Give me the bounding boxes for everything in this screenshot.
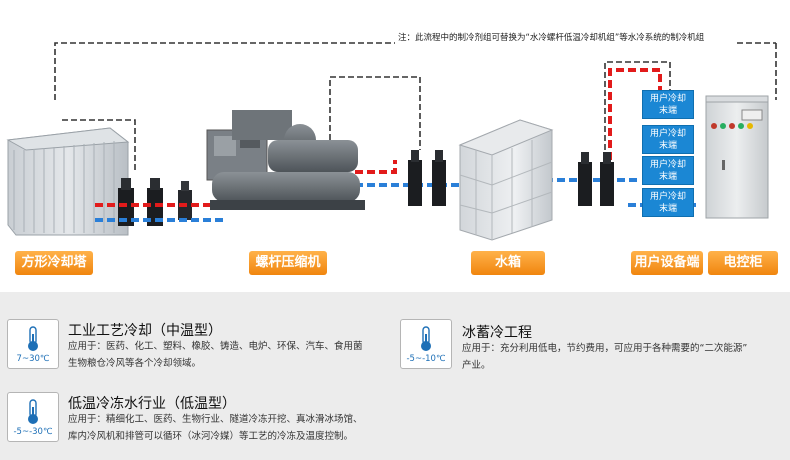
pump-group-2-icon xyxy=(408,150,446,206)
process-note: 注：此流程中的制冷剂组可替换为“水冷螺杆低温冷却机组”等水冷系统的制冷机组 xyxy=(398,33,705,43)
user-terminal-line1: 用户冷却 xyxy=(649,94,686,104)
water-tank-icon xyxy=(458,119,554,241)
application-desc-line: 生物粮仓冷风等各个冷却领域。 xyxy=(68,358,202,369)
user-terminal-box: 用户冷却 末端 xyxy=(642,125,694,154)
user-terminal-line2: 末端 xyxy=(658,141,677,151)
application-desc-line: 应用于：充分利用低电，节约费用，可应用于各种需要的“二次能源” xyxy=(462,343,748,354)
user-terminal-line1: 用户冷却 xyxy=(649,160,686,170)
user-terminal-line1: 用户冷却 xyxy=(649,129,686,139)
temp-range-badge: -5~-30℃ xyxy=(7,392,59,442)
application-title: 冰蓄冷工程 xyxy=(462,325,532,341)
user-terminal-line2: 末端 xyxy=(658,172,677,182)
screw-compressor-icon xyxy=(206,110,365,210)
thermometer-icon xyxy=(421,326,431,351)
temp-range-text: -5~-10℃ xyxy=(406,354,446,364)
application-desc: 应用于：精细化工、医药、生物行业、隧道冷冻开挖、真冰滑冰场馆、 库内冷风机和排管… xyxy=(68,411,398,445)
application-desc-line: 库内冷风机和排管可以循环（冰河冷媒）等工艺的冷冻及温度控制。 xyxy=(68,431,354,442)
pipe-lines xyxy=(95,68,700,222)
label-user-end: 用户设备端 xyxy=(631,251,703,275)
temp-range-text: -5~-30℃ xyxy=(13,427,53,437)
thermometer-icon xyxy=(28,326,38,351)
application-title: 工业工艺冷却（中温型） xyxy=(68,323,222,339)
control-signal-lines xyxy=(54,42,777,170)
process-diagram: 注：此流程中的制冷剂组可替换为“水冷螺杆低温冷却机组”等水冷系统的制冷机组 用户… xyxy=(6,33,778,275)
cooling-tower-icon xyxy=(6,127,130,236)
pump-group-3-icon xyxy=(578,152,614,206)
application-title: 低温冷冻水行业（低温型） xyxy=(68,396,236,412)
application-desc: 应用于：医药、化工、塑料、橡胶、铸造、电炉、环保、汽车、食用菌 生物粮仓冷风等各… xyxy=(68,338,388,372)
label-control-cabinet: 电控柜 xyxy=(708,251,778,275)
applications-panel: 7~30℃ 工业工艺冷却（中温型） 应用于：医药、化工、塑料、橡胶、铸造、电炉、… xyxy=(0,292,790,460)
user-terminal-line2: 末端 xyxy=(658,106,677,116)
application-desc-line: 应用于：精细化工、医药、生物行业、隧道冷冻开挖、真冰滑冰场馆、 xyxy=(68,414,363,425)
application-desc: 应用于：充分利用低电，节约费用，可应用于各种需要的“二次能源” 产业。 xyxy=(462,340,784,374)
user-terminal-box: 用户冷却 末端 xyxy=(642,188,694,217)
temp-range-text: 7~30℃ xyxy=(16,354,50,364)
user-terminal-box: 用户冷却 末端 xyxy=(642,90,694,119)
label-screw-compressor: 螺杆压缩机 xyxy=(249,251,327,275)
application-desc-line: 产业。 xyxy=(462,360,491,371)
thermometer-icon xyxy=(28,399,38,424)
temp-range-badge: 7~30℃ xyxy=(7,319,59,369)
user-terminal-line2: 末端 xyxy=(658,204,677,214)
user-terminal-line1: 用户冷却 xyxy=(649,192,686,202)
label-cooling-tower: 方形冷却塔 xyxy=(15,251,93,275)
application-desc-line: 应用于：医药、化工、塑料、橡胶、铸造、电炉、环保、汽车、食用菌 xyxy=(68,341,363,352)
process-flow-drawing xyxy=(6,42,777,241)
user-terminal-box: 用户冷却 末端 xyxy=(642,156,694,185)
label-water-tank: 水箱 xyxy=(471,251,545,275)
temp-range-badge: -5~-10℃ xyxy=(400,319,452,369)
control-cabinet-icon xyxy=(705,95,769,219)
